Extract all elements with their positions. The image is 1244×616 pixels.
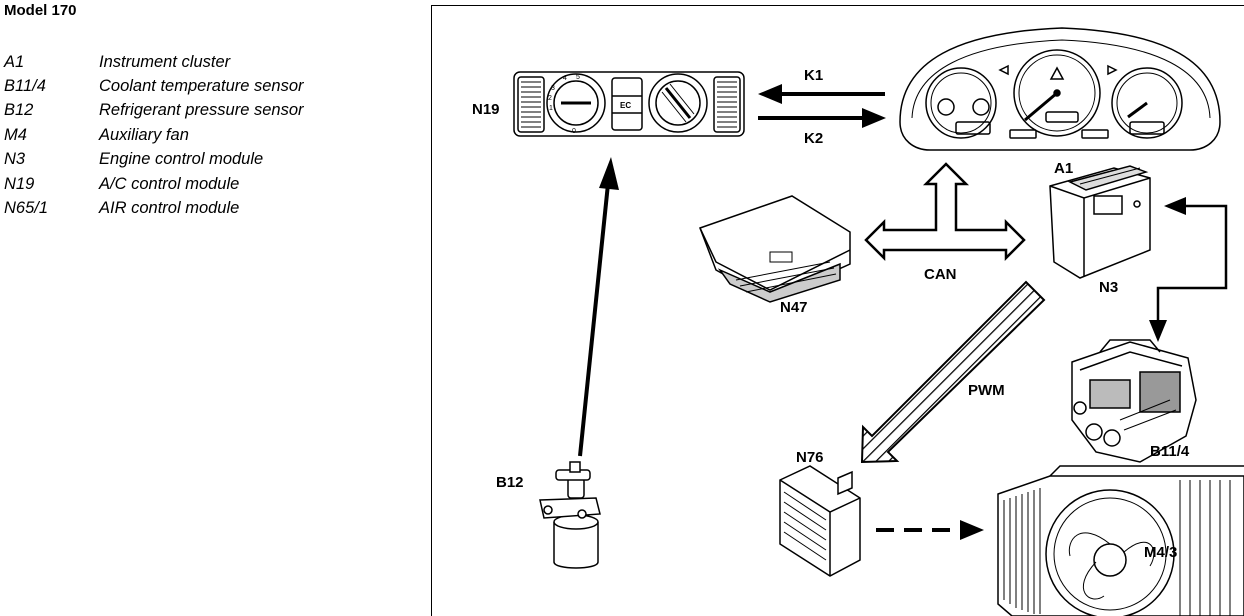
b12-to-n19-arrow bbox=[578, 157, 619, 457]
ac-control-panel bbox=[513, 71, 745, 137]
panel-digit: 4 bbox=[563, 75, 567, 82]
legend-code: M4 bbox=[4, 125, 27, 144]
pwm-arrow bbox=[860, 280, 1046, 464]
diagram-frame bbox=[431, 5, 1244, 616]
legend-description: Auxiliary fan bbox=[99, 125, 189, 144]
legend-description: Coolant temperature sensor bbox=[99, 77, 304, 96]
n76-fan-dashed-arrow bbox=[876, 520, 984, 540]
legend-row: M4 Auxiliary fan bbox=[4, 123, 384, 147]
legend-row: B12 Refrigerant pressure sensor bbox=[4, 99, 384, 123]
legend-code: N65/1 bbox=[4, 199, 49, 218]
legend-code: N3 bbox=[4, 150, 26, 169]
legend-code: B11/4 bbox=[4, 77, 46, 96]
panel-digit: 0 bbox=[572, 128, 576, 135]
panel-digit: 3 bbox=[551, 85, 555, 92]
label-b12: B12 bbox=[496, 474, 524, 491]
label-n47: N47 bbox=[780, 299, 808, 316]
n47-module bbox=[699, 195, 851, 303]
n3-b11-arrow bbox=[1149, 197, 1228, 342]
legend-row: N65/1 AIR control module bbox=[4, 196, 384, 220]
label-a1: A1 bbox=[1054, 160, 1073, 177]
panel-digit: 5 bbox=[576, 74, 580, 81]
legend-row: B11/4 Coolant temperature sensor bbox=[4, 74, 384, 98]
panel-digit: 1 bbox=[549, 105, 553, 112]
legend-code: A1 bbox=[4, 52, 25, 71]
panel-ec-label: EC bbox=[620, 101, 631, 110]
legend-row: N19 A/C control module bbox=[4, 172, 384, 196]
legend-description: Refrigerant pressure sensor bbox=[99, 101, 304, 120]
legend-row: A1 Instrument cluster bbox=[4, 50, 384, 74]
panel-digit: 2 bbox=[548, 95, 552, 102]
legend-description: AIR control module bbox=[99, 199, 240, 218]
n76-module bbox=[779, 465, 861, 577]
refrigerant-pressure-sensor bbox=[539, 461, 601, 569]
k1-arrow bbox=[758, 84, 885, 104]
engine-coolant-sensor bbox=[1071, 339, 1197, 463]
legend-description: Instrument cluster bbox=[99, 52, 231, 71]
label-n3: N3 bbox=[1099, 279, 1118, 296]
legend-row: N3 Engine control module bbox=[4, 148, 384, 172]
label-n19: N19 bbox=[472, 101, 500, 118]
legend-code: B12 bbox=[4, 101, 34, 120]
label-b11-4: B11/4 bbox=[1150, 443, 1190, 460]
legend-description: A/C control module bbox=[99, 174, 240, 193]
legend-description: Engine control module bbox=[99, 150, 264, 169]
model-title: Model 170 bbox=[4, 2, 77, 19]
label-k1: K1 bbox=[804, 67, 823, 84]
legend: A1 Instrument cluster B11/4 Coolant temp… bbox=[4, 50, 384, 221]
auxiliary-fan bbox=[997, 465, 1244, 616]
label-n76: N76 bbox=[796, 449, 824, 466]
k2-arrow bbox=[758, 108, 886, 128]
label-k2: K2 bbox=[804, 130, 823, 147]
label-can: CAN bbox=[924, 266, 957, 283]
legend-code: N19 bbox=[4, 174, 35, 193]
engine-control-module bbox=[1049, 165, 1151, 279]
can-bus-arrow bbox=[864, 162, 1026, 262]
label-pwm: PWM bbox=[968, 382, 1005, 399]
instrument-cluster bbox=[899, 27, 1221, 151]
label-m4-3: M4/3 bbox=[1144, 544, 1177, 561]
